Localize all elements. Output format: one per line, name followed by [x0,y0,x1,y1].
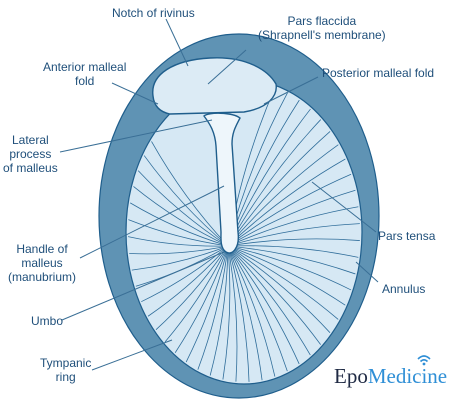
label-umbo: Umbo [31,314,63,328]
pars-tensa-shape [126,80,362,384]
label-tympanic-ring: Tympanic ring [40,356,91,384]
label-pars-flaccida: Pars flaccida (Shrapnell's membrane) [258,14,386,42]
brand-logo-part1: Epo [334,364,368,388]
brand-logo: EpoMedicine [334,364,447,388]
label-lateral-process: Lateral process of malleus [3,133,58,175]
label-posterior-malleal-fold: Posterior malleal fold [322,66,434,80]
label-handle-of-malleus: Handle of malleus (manubrium) [8,242,76,284]
label-anterior-malleal-fold: Anterior malleal fold [43,60,126,88]
label-notch-of-rivinus: Notch of rivinus [112,6,195,20]
brand-logo-part2: Medicine [368,364,447,388]
wifi-signal-icon [416,354,432,366]
label-annulus: Annulus [382,282,425,296]
label-pars-tensa: Pars tensa [378,229,435,243]
